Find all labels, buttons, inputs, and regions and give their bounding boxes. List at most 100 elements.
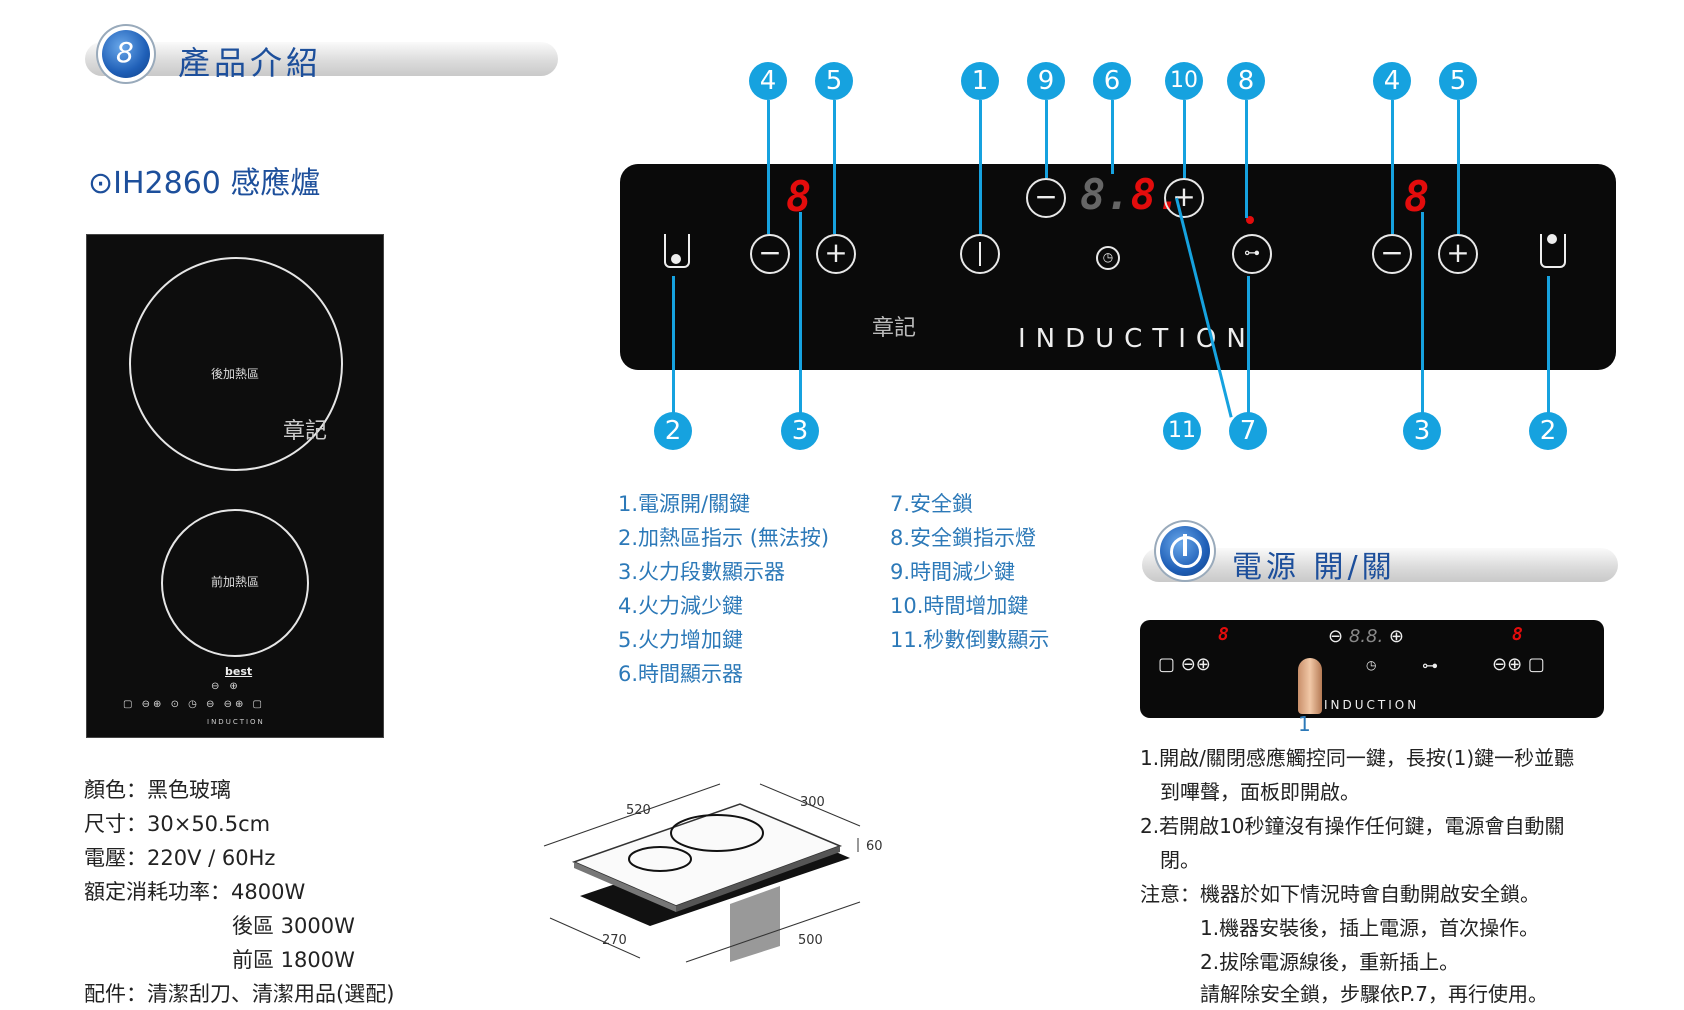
power-badge bbox=[1156, 522, 1214, 580]
spec-color: 顏色：黑色玻璃 bbox=[84, 778, 231, 802]
power-note: 注意：機器於如下情況時會自動開啟安全鎖。 bbox=[1140, 882, 1540, 906]
hob-brand: best bbox=[225, 665, 253, 678]
power-note: 1.開啟/關閉感應觸控同一鍵，長按(1)鍵一秒並聽 bbox=[1140, 746, 1575, 770]
callout-top: 9 bbox=[1027, 62, 1065, 100]
callout-bottom: 2 bbox=[654, 412, 692, 450]
mini-right-digit: 8 bbox=[1512, 624, 1523, 645]
left-power-digit: 8 bbox=[786, 172, 812, 221]
hob-controls-row: ▢ ⊖⊕ ⊙ ◷ ⊖ ⊖⊕ ▢ bbox=[123, 699, 265, 710]
finger-number: 1 bbox=[1298, 712, 1311, 736]
clock-icon: ◷ bbox=[1096, 246, 1120, 270]
front-zone-ring bbox=[161, 509, 309, 657]
legend-item: 1.電源開/關鍵 bbox=[618, 492, 751, 516]
leader-1 bbox=[979, 100, 982, 234]
callout-top: 5 bbox=[815, 62, 853, 100]
callout-bottom: 7 bbox=[1229, 412, 1267, 450]
dim-270: 270 bbox=[602, 933, 627, 948]
legend-item: 7.安全鎖 bbox=[890, 492, 974, 516]
callout-top: 4 bbox=[749, 62, 787, 100]
left-power-minus-button[interactable]: − bbox=[750, 234, 790, 274]
spec-front-power: 前區 1800W bbox=[232, 948, 355, 972]
spec-power: 額定消耗功率：4800W bbox=[84, 880, 306, 904]
dim-520: 520 bbox=[626, 803, 651, 818]
leader-3-left bbox=[799, 212, 802, 420]
zone-rear bbox=[670, 814, 764, 852]
badge-glyph: 8 bbox=[116, 36, 134, 69]
mini-lock: ⊶ bbox=[1422, 656, 1438, 675]
power-note: 請解除安全鎖，步驟依P.7，再行使用。 bbox=[1200, 982, 1549, 1006]
power-button[interactable] bbox=[960, 234, 1000, 274]
finger-icon bbox=[1298, 658, 1322, 714]
safety-lock-button[interactable]: ⊶ bbox=[1232, 234, 1272, 274]
mini-timer: 8.8. bbox=[1348, 626, 1384, 647]
mini-panel-label: INDUCTION bbox=[1324, 698, 1420, 712]
hob-watermark: 章記 bbox=[283, 419, 328, 444]
leader-5-right bbox=[1457, 100, 1460, 234]
callout-top: 1 bbox=[961, 62, 999, 100]
power-banner bbox=[1142, 548, 1618, 582]
leader-6 bbox=[1111, 100, 1114, 174]
callout-bottom: 3 bbox=[781, 412, 819, 450]
mini-clock: ◷ bbox=[1366, 658, 1377, 672]
hob-panel-text: INDUCTION bbox=[207, 718, 265, 726]
right-power-digit: 8 bbox=[1404, 172, 1430, 221]
right-power-plus-button[interactable]: + bbox=[1438, 234, 1478, 274]
left-power-plus-button[interactable]: + bbox=[816, 234, 856, 274]
dim-500: 500 bbox=[798, 933, 823, 948]
legend-item: 3.火力段數顯示器 bbox=[618, 560, 786, 584]
leader-9 bbox=[1045, 100, 1048, 178]
timer-plus-button[interactable]: + bbox=[1164, 178, 1204, 218]
panel-watermark: 章記 bbox=[872, 316, 917, 341]
callout-bottom: 2 bbox=[1529, 412, 1567, 450]
power-title: 電源 開/關 bbox=[1232, 550, 1396, 585]
leader-4-left bbox=[767, 100, 770, 234]
hob-edge-2 bbox=[676, 846, 840, 912]
legend-item: 4.火力減少鍵 bbox=[618, 594, 744, 618]
section-badge: 8 bbox=[98, 26, 154, 82]
section-title: 產品介紹 bbox=[178, 44, 323, 82]
mini-right-controls: ⊖⊕ ▢ bbox=[1492, 654, 1545, 675]
panel-label: INDUCTION bbox=[1018, 324, 1256, 354]
power-note: 到嗶聲，面板即開啟。 bbox=[1160, 780, 1360, 804]
callout-top: 8 bbox=[1227, 62, 1265, 100]
dim-300: 300 bbox=[800, 795, 825, 810]
timer-digit-dim: 8. bbox=[1080, 170, 1131, 219]
spec-accessories: 配件：清潔刮刀、清潔用品(選配) bbox=[84, 982, 395, 1006]
callout-top: 5 bbox=[1439, 62, 1477, 100]
mini-left-controls: ▢ ⊖⊕ bbox=[1158, 654, 1211, 675]
hob-photo: 後加熱區 章記 前加熱區 best ⊖⊕ ▢ ⊖⊕ ⊙ ◷ ⊖ ⊖⊕ ▢ IND… bbox=[86, 234, 384, 738]
timer-minus-button[interactable]: − bbox=[1026, 178, 1066, 218]
leader-3-right bbox=[1421, 212, 1424, 420]
right-zone-indicator-icon bbox=[1540, 234, 1566, 268]
zone-front bbox=[628, 846, 692, 872]
hob-edge bbox=[574, 862, 676, 912]
leader-2-left bbox=[672, 276, 675, 420]
legend-item: 6.時間顯示器 bbox=[618, 662, 744, 686]
legend-item: 5.火力增加鍵 bbox=[618, 628, 744, 652]
callout-top: 6 bbox=[1093, 62, 1131, 100]
dim-60: 60 bbox=[866, 839, 883, 854]
callout-top: 4 bbox=[1373, 62, 1411, 100]
mini-left-digit: 8 bbox=[1218, 624, 1229, 645]
hob-side bbox=[730, 886, 780, 962]
mini-control-panel: 8 ▢ ⊖⊕ ⊖ 8.8. ⊕ ◷ ⊶ 8 ⊖⊕ ▢ INDUCTION bbox=[1140, 620, 1604, 718]
dimension-drawing: 520 300 60 270 500 bbox=[543, 783, 883, 963]
spec-rear-power: 後區 3000W bbox=[232, 914, 355, 938]
spec-voltage: 電壓：220V / 60Hz bbox=[84, 846, 276, 870]
spec-size: 尺寸：30×50.5cm bbox=[84, 812, 271, 836]
lock-indicator-light bbox=[1246, 216, 1254, 224]
front-zone-label: 前加熱區 bbox=[211, 575, 260, 589]
callout-bottom: 3 bbox=[1403, 412, 1441, 450]
legend-item: 10.時間增加鍵 bbox=[890, 594, 1029, 618]
right-power-minus-button[interactable]: − bbox=[1372, 234, 1412, 274]
power-note: 2.若開啟10秒鐘沒有操作任何鍵，電源會自動關 bbox=[1140, 814, 1565, 838]
leader-5-left bbox=[833, 100, 836, 234]
leader-8 bbox=[1245, 100, 1248, 218]
mini-timer-controls: ⊖ 8.8. ⊕ bbox=[1328, 626, 1404, 647]
leader-2-right bbox=[1547, 276, 1550, 420]
section-banner bbox=[85, 42, 558, 76]
control-panel: 8 − + − 8.8. + ◷ ⊶ 8 − + 章記 INDUCTION bbox=[620, 164, 1616, 370]
legend-item: 8.安全鎖指示燈 bbox=[890, 526, 1037, 550]
power-note: 1.機器安裝後，插上電源，首次操作。 bbox=[1200, 916, 1540, 940]
left-zone-indicator-icon bbox=[664, 234, 690, 268]
